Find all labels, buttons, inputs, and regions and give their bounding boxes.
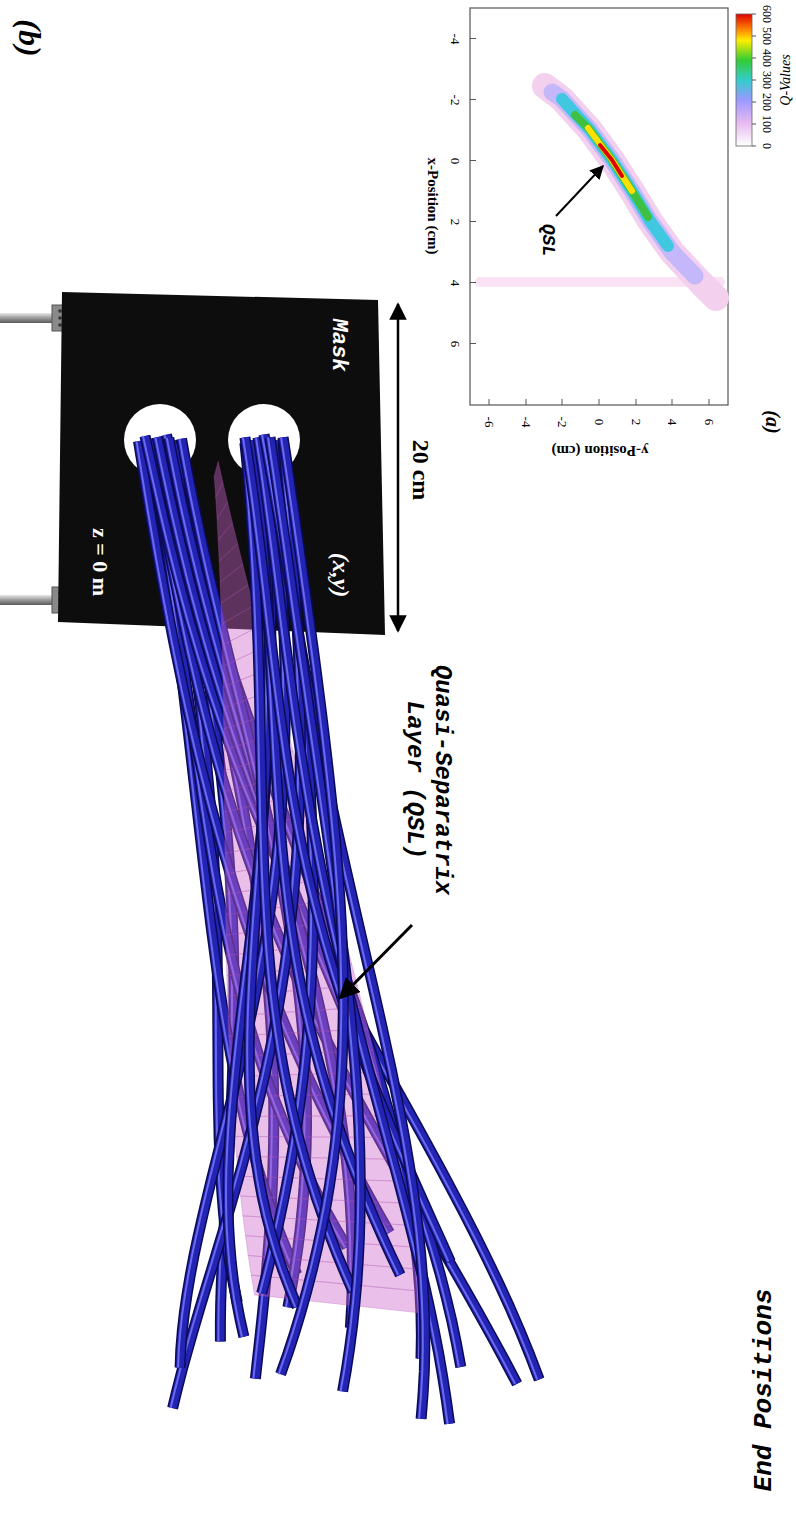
panel-label: (a) [761,410,784,433]
colorbar-tick: 500 [759,27,773,45]
plane-label: z = 0 m [87,528,112,596]
flux-tube-outline [264,435,425,1419]
dimension-arrow [397,304,400,631]
axis-tick: -4 [448,33,463,44]
flux-tube [270,437,360,1391]
flux-tube [264,435,425,1419]
colorbar-tick: 600 [759,5,773,23]
colorbar-tick: 400 [759,49,773,67]
colorbar-tick: 0 [759,143,773,149]
support-rods [0,305,68,613]
axis-tick: -4 [519,417,534,428]
qsl-surface-strip [251,1275,421,1313]
flux-tube-highlight [262,435,423,1419]
axis-tick: -6 [482,417,497,428]
axis-tick: 6 [702,419,717,426]
colorbar-tick: 200 [759,93,773,111]
axis-tick: -2 [555,417,570,428]
part-name: Mask [325,319,350,372]
coordinate-label: (x,y) [326,553,354,598]
axis-tick: 0 [448,157,463,164]
flux-tubes [171,435,451,1424]
colorbar-tick: 100 [759,115,773,133]
axis-tick: -2 [448,94,463,105]
axis-title: x-Position (cm) [423,157,440,254]
axis-tick: 4 [665,419,680,426]
flux-tubes [137,435,540,1384]
flux-tube-outline [270,437,360,1391]
flux-tube-highlight [268,437,358,1391]
colorbar [736,14,752,146]
colorbar-title: Q-Values [778,54,794,105]
leader-arrow [340,925,412,998]
colorbar-tick: 300 [759,71,773,89]
dimension-label: 20 cm [406,440,434,501]
callout-label: QSL [538,224,559,256]
mask-plate [58,292,385,635]
callout-label: Quasi-Separatrix Layer (QSL) [400,645,455,915]
flux-tube-highlight [143,436,537,1380]
axis-tick: 6 [448,340,463,347]
flux-tube-outline [145,436,539,1380]
axis-tick: 2 [629,419,644,426]
axis-title: y-Position (cm) [551,441,648,458]
panel-label: (b) [12,19,49,56]
callout-label: End Positions [750,1289,780,1492]
q-map-plot [470,8,728,405]
axis-tick: 0 [592,419,607,426]
flux-tube [145,436,539,1380]
colorbar-ticks [752,14,756,146]
axis-tick: 2 [448,218,463,225]
axis-tick: 4 [448,279,463,286]
